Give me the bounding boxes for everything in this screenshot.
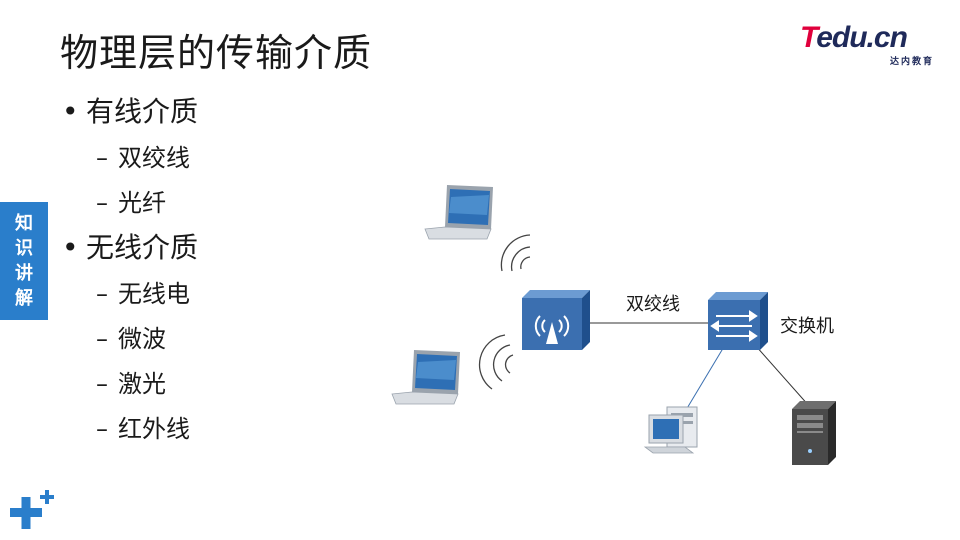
logo-subtitle: 达内教育 [889, 57, 934, 67]
bullet-wireless: •无线介质 [62, 231, 199, 264]
server-icon [792, 401, 836, 465]
sub-bullet: –无线电 [96, 280, 190, 308]
plus-decoration-icon [10, 490, 54, 529]
twisted-pair-label: 双绞线 [626, 294, 680, 315]
wireless-ap-icon [522, 290, 590, 350]
knowledge-tab: 知 识 讲 解 [0, 202, 48, 320]
switch-icon [708, 292, 768, 350]
sub-bullet: –激光 [96, 370, 166, 398]
sub-bullet: –红外线 [96, 415, 190, 443]
switch-label: 交换机 [780, 316, 834, 337]
sub-bullet: –双绞线 [96, 144, 190, 172]
tab-char: 解 [15, 288, 33, 309]
tab-char: 识 [15, 238, 33, 259]
tedu-logo: Tedu.cn 达内教育 [800, 22, 940, 72]
slide-title: 物理层的传输介质 [60, 31, 373, 75]
bullet-list: •有线介质 –双绞线 –光纤 •无线介质 –无线电 –微波 –激光 –红外线 [62, 92, 198, 452]
network-diagram [391, 185, 836, 465]
wifi-waves-icon [478, 334, 514, 390]
link-to-server [754, 344, 811, 408]
sub-bullet: –光纤 [96, 189, 166, 217]
sub-bullet: –微波 [96, 325, 166, 353]
bullet-wired: •有线介质 [62, 95, 199, 128]
laptop-icon [391, 350, 460, 405]
wifi-waves-icon [500, 234, 531, 272]
laptop-icon [424, 185, 493, 240]
tab-char: 知 [15, 213, 33, 234]
logo-wordmark: Tedu.cn [800, 21, 908, 54]
tab-char: 讲 [15, 263, 33, 284]
desktop-pc-icon [643, 406, 698, 454]
